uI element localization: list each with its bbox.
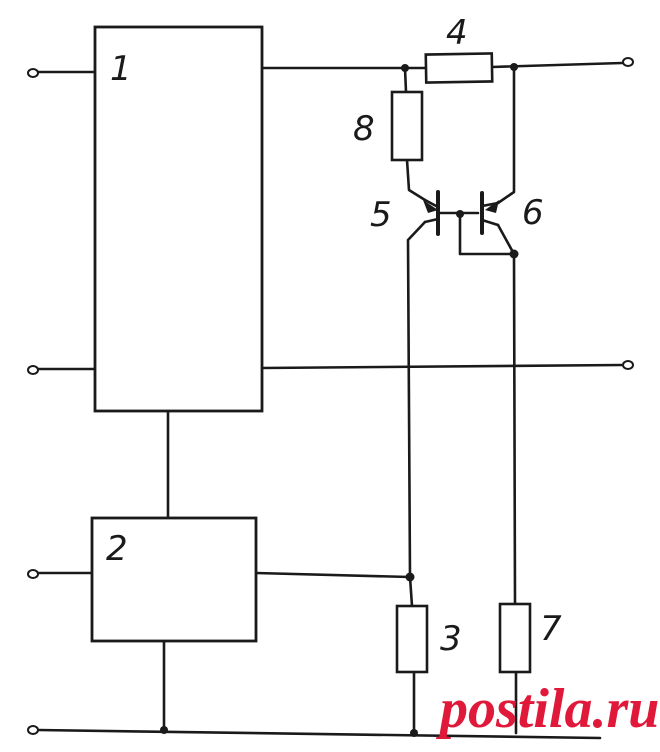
junction-ground-left xyxy=(160,726,168,734)
junctions xyxy=(160,63,519,737)
resistor-7 xyxy=(498,602,532,674)
label-resistor-8: 8 xyxy=(353,109,375,149)
terminals xyxy=(27,57,634,735)
transistor-5-arrow-icon xyxy=(423,200,438,213)
transistor-6-emitter xyxy=(480,218,500,227)
label-resistor-3: 3 xyxy=(440,619,462,659)
block-1 xyxy=(93,25,264,413)
terminal-in-block2 xyxy=(27,569,39,579)
wire-r8-to-t5 xyxy=(405,158,427,202)
junction-node-a xyxy=(401,64,409,72)
transistor-6-arrow-icon xyxy=(485,200,499,213)
wire-block2-out xyxy=(254,571,412,579)
transistor-5-emitter xyxy=(423,217,440,224)
label-block-1: 1 xyxy=(110,49,132,89)
wire-to-r7 xyxy=(512,252,517,606)
wires xyxy=(36,61,624,740)
transistor-5 xyxy=(423,190,440,236)
junction-node-c xyxy=(405,572,415,582)
label-transistor-5: 5 xyxy=(370,195,392,235)
label-block-2: 2 xyxy=(106,529,128,569)
resistor-3 xyxy=(395,604,429,674)
wire-t6-emitter xyxy=(496,223,516,256)
wire-to-r8 xyxy=(403,66,408,94)
junction-base xyxy=(456,210,464,218)
label-transistor-6: 6 xyxy=(522,193,544,233)
wire-to-r3 xyxy=(408,575,414,608)
wire-t5-emitter xyxy=(406,220,427,579)
wire-t6-collector xyxy=(496,65,516,205)
resistor-4 xyxy=(424,52,494,84)
wire-mid-right xyxy=(260,363,624,370)
resistor-8 xyxy=(390,90,424,162)
terminal-out-top xyxy=(622,57,634,67)
junction-node-d xyxy=(509,249,519,259)
watermark-logo: postila.ru xyxy=(436,678,659,740)
terminal-in-top xyxy=(27,68,39,78)
label-resistor-4: 4 xyxy=(446,13,468,53)
transistor-5-collector xyxy=(423,198,440,209)
junction-ground-r3 xyxy=(410,729,418,737)
label-resistor-7: 7 xyxy=(540,609,562,649)
junction-node-b xyxy=(510,63,518,71)
terminal-in-mid xyxy=(27,365,39,375)
wire-bottom-rail xyxy=(36,728,602,740)
terminal-out-mid xyxy=(622,360,634,370)
transistor-6 xyxy=(480,191,500,235)
block-2 xyxy=(90,516,258,643)
wire-diode-loop xyxy=(458,213,516,256)
terminal-in-bottom xyxy=(27,725,39,735)
